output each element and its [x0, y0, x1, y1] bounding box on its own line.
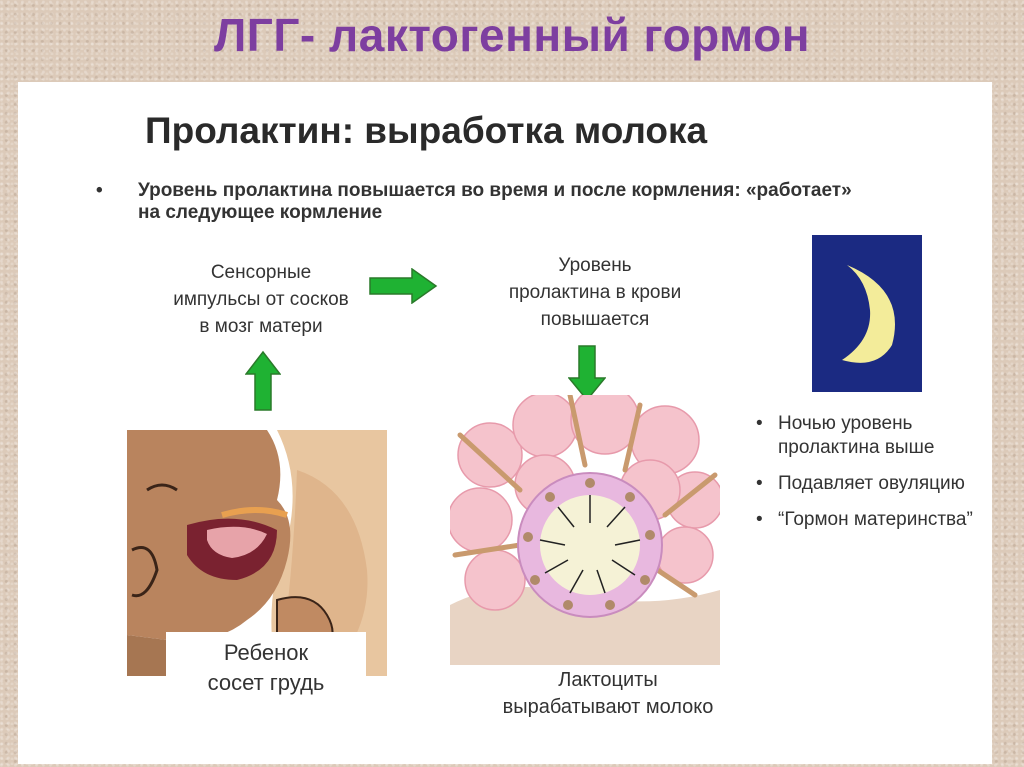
lactocytes-caption: Лактоциты вырабатывают молоко: [443, 667, 773, 721]
fact-night-level: Ночью уровень пролактина выше: [778, 413, 934, 458]
crescent-moon-icon: [812, 235, 922, 392]
prolactin-facts-list: • Ночью уровень пролактина выше • Подавл…: [756, 412, 996, 544]
arrow-down-icon: [568, 344, 606, 402]
night-moon-box: [812, 235, 922, 392]
baby-suckling-caption: Ребенок сосет грудь: [166, 632, 366, 706]
bullet-icon: •: [96, 180, 103, 202]
bullet-icon: •: [756, 508, 763, 532]
prolactin-level-caption: Уровень пролактина в крови повышается: [470, 252, 720, 333]
mammary-gland-illustration: [450, 395, 720, 665]
intro-bullet: • Уровень пролактина повышается во время…: [96, 180, 856, 224]
fact-ovulation: Подавляет овуляцию: [778, 473, 965, 494]
intro-bullet-text: Уровень пролактина повышается во время и…: [138, 180, 856, 224]
sensory-impulses-caption: Сенсорные импульсы от сосков в мозг мате…: [136, 259, 386, 340]
arrow-up-icon: [245, 350, 281, 412]
panel-heading: Пролактин: выработка молока: [145, 110, 707, 152]
bullet-icon: •: [756, 412, 763, 436]
arrow-right-icon: [368, 268, 438, 304]
content-panel: Пролактин: выработка молока • Уровень пр…: [18, 82, 992, 764]
list-item: • Подавляет овуляцию: [756, 472, 996, 496]
bullet-icon: •: [756, 472, 763, 496]
list-item: • Ночью уровень пролактина выше: [756, 412, 996, 460]
slide-title: ЛГГ- лактогенный гормон: [0, 8, 1024, 62]
list-item: • “Гормон материнства”: [756, 508, 996, 532]
fact-motherhood-hormone: “Гормон материнства”: [778, 509, 973, 530]
